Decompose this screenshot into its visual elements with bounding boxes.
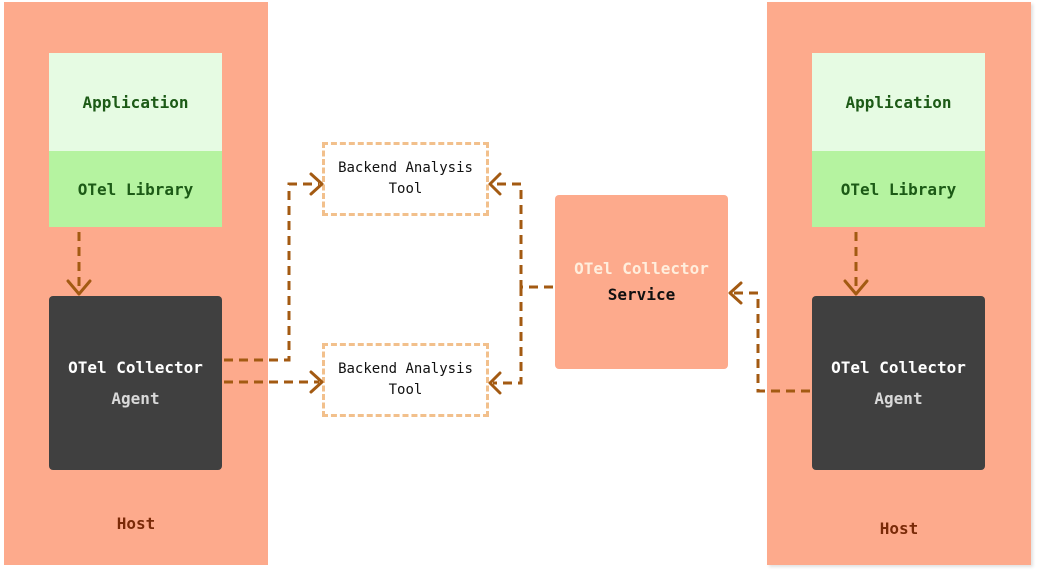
otel-library-box-right: OTel Library bbox=[812, 151, 985, 227]
backend-analysis-tool-bottom: Backend Analysis Tool bbox=[322, 343, 489, 417]
collector-service-subtitle: Service bbox=[607, 285, 676, 304]
host-right: Application OTel Library OTel Collector … bbox=[767, 2, 1031, 565]
collector-agent-box-left: OTel Collector Agent bbox=[49, 296, 222, 470]
arrowhead-right-agent bbox=[843, 279, 869, 296]
arrow-agent-to-service bbox=[732, 291, 810, 393]
backend-label-top-line2: Tool bbox=[388, 181, 423, 197]
collector-service-box: OTel Collector Service bbox=[555, 195, 728, 369]
arrowhead-backend-bottom-left bbox=[309, 370, 324, 394]
host-left: Application OTel Library OTel Collector … bbox=[4, 2, 268, 565]
host-label-left: Host bbox=[116, 514, 156, 533]
otel-library-label-left: OTel Library bbox=[77, 179, 194, 199]
application-box-left: Application bbox=[49, 53, 222, 151]
arrowhead-service bbox=[728, 281, 743, 305]
arrow-service-to-backends bbox=[493, 182, 553, 385]
application-label-right: Application bbox=[845, 92, 952, 112]
collector-agent-box-right: OTel Collector Agent bbox=[812, 296, 985, 470]
arrowhead-backend-top-right bbox=[488, 172, 502, 196]
otel-library-box-left: OTel Library bbox=[49, 151, 222, 227]
application-box-right: Application bbox=[812, 53, 985, 151]
collector-agent-title-right: OTel Collector bbox=[831, 358, 966, 377]
host-label-right: Host bbox=[879, 519, 919, 538]
backend-label-top-line1: Backend Analysis bbox=[338, 160, 473, 176]
collector-agent-title-left: OTel Collector bbox=[68, 358, 203, 377]
arrowhead-left-agent bbox=[66, 279, 92, 296]
collector-agent-subtitle-left: Agent bbox=[111, 389, 160, 408]
backend-label-bottom-line2: Tool bbox=[388, 382, 423, 398]
application-label-left: Application bbox=[82, 92, 189, 112]
arrowhead-backend-bottom-right bbox=[488, 371, 502, 395]
collector-agent-subtitle-right: Agent bbox=[874, 389, 923, 408]
collector-service-title: OTel Collector bbox=[574, 259, 709, 278]
otel-library-label-right: OTel Library bbox=[840, 179, 957, 199]
backend-analysis-tool-top: Backend Analysis Tool bbox=[322, 142, 489, 216]
arrow-agent-to-backend-top bbox=[224, 182, 319, 362]
arrowhead-backend-top-left bbox=[309, 172, 324, 196]
backend-label-bottom-line1: Backend Analysis bbox=[338, 361, 473, 377]
